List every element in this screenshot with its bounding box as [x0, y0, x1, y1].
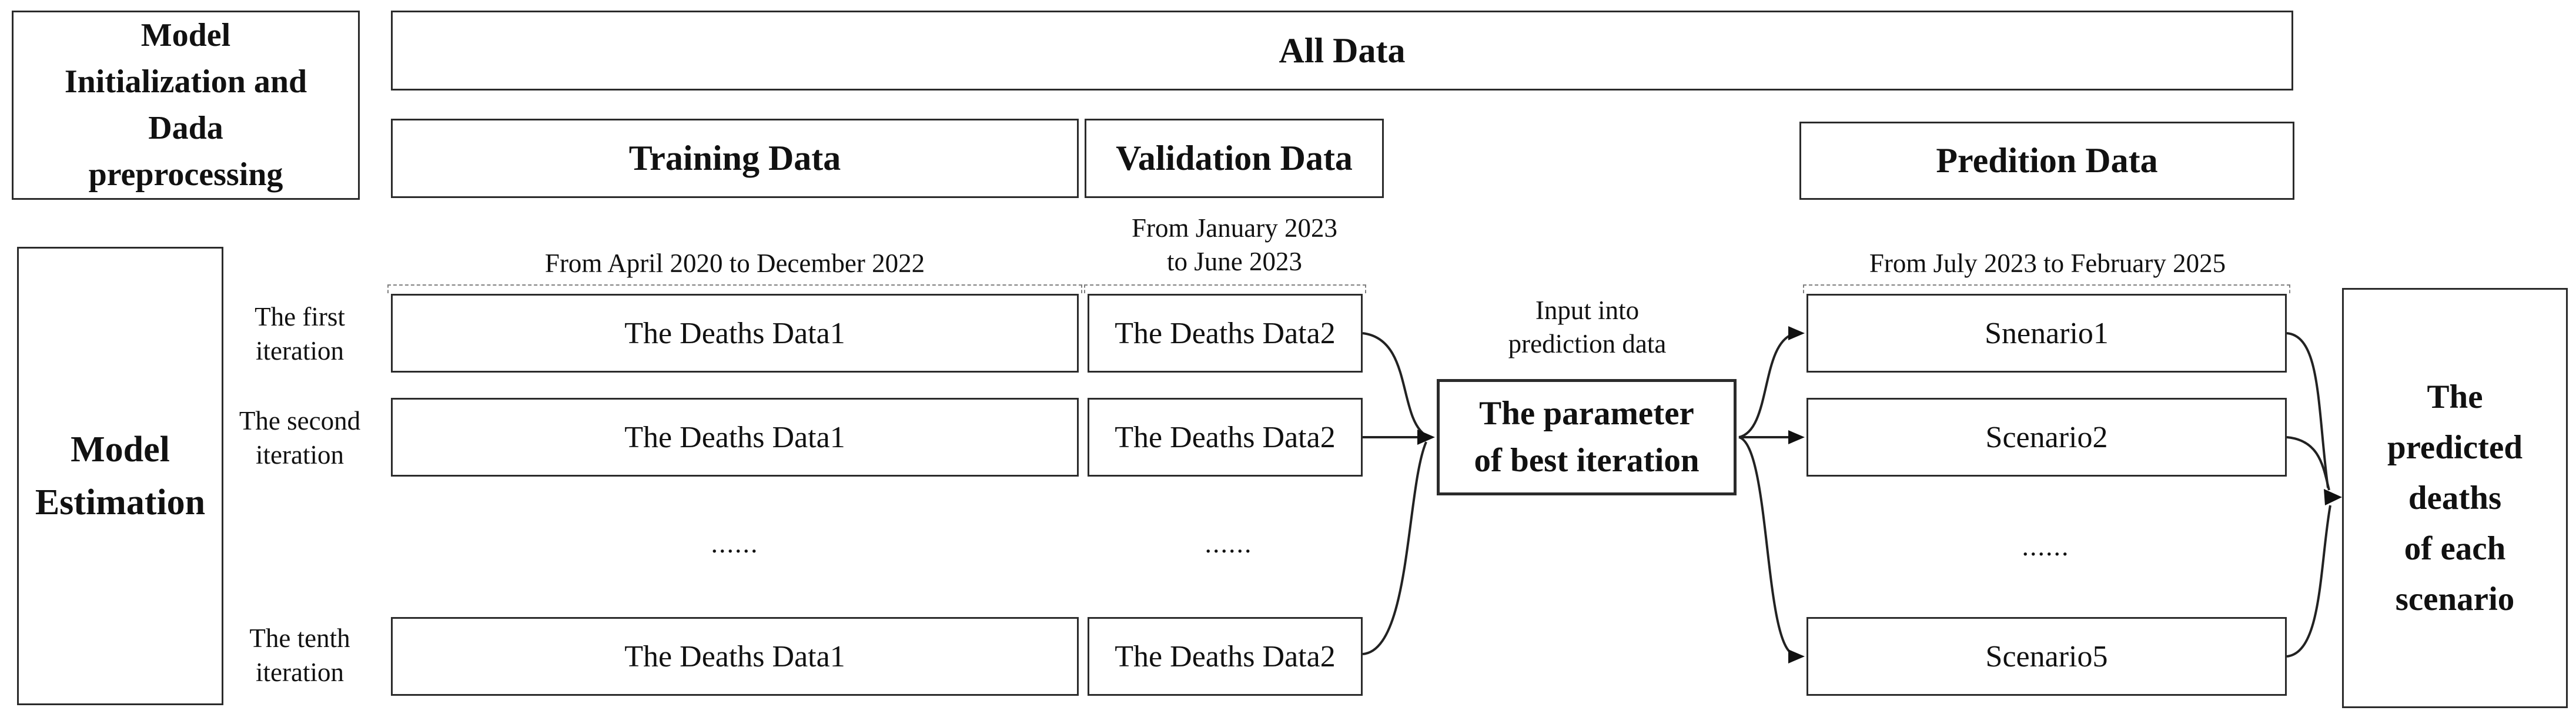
arrow-validation1-to-parameter [1362, 332, 1426, 436]
dashed-selection-validation-row1 [1084, 284, 1366, 293]
scenario5-label: Scenario5 [1985, 639, 2108, 673]
arrowhead-into-parameter [1417, 430, 1435, 445]
training-period-caption: From April 2020 to December 2022 [544, 249, 925, 278]
arrow-scenario5-to-output [2286, 505, 2331, 658]
prediction-period-caption: From July 2023 to February 2025 [1869, 249, 2226, 278]
iteration-label-second: The second iteration [239, 406, 361, 470]
training-data-box: Training Data [391, 119, 1079, 198]
arrowhead-into-scenario1 [1788, 326, 1805, 340]
iteration-label-tenth: The tenth iteration [249, 624, 350, 687]
predicted-deaths-output-box: The predicted deaths of each scenario [2342, 288, 2568, 708]
deaths-data2-row1-label: The Deaths Data2 [1115, 316, 1336, 350]
deaths-data2-row2-label: The Deaths Data2 [1115, 420, 1336, 454]
ellipsis-scenario-column: ...... [2022, 531, 2070, 561]
arrowhead-into-scenario5 [1788, 649, 1805, 663]
input-into-prediction-note: Input into prediction data [1508, 296, 1667, 358]
model-initialization-label: Model Initialization and Dada preprocess… [64, 17, 307, 193]
deaths-data1-row10-label: The Deaths Data1 [624, 639, 845, 673]
validation-period-caption: From January 2023 to June 2023 [1132, 213, 1337, 276]
model-estimation-label: Model Estimation [35, 430, 206, 522]
model-estimation-box: Model Estimation [17, 247, 223, 705]
deaths-data1-row1-label: The Deaths Data1 [624, 316, 845, 350]
validation-data-label: Validation Data [1116, 139, 1353, 177]
deaths-data1-row2-box: The Deaths Data1 [391, 398, 1079, 477]
arrowhead-into-scenario2 [1788, 430, 1805, 444]
ellipsis-training-column: ...... [711, 528, 759, 558]
validation-data-box: Validation Data [1085, 119, 1384, 198]
best-iteration-parameter-box: The parameter of best iteration [1437, 379, 1737, 495]
arrow-parameter-to-scenario1 [1738, 333, 1795, 438]
scenario5-box: Scenario5 [1806, 617, 2287, 696]
iteration-label-first: The first iteration [255, 302, 345, 366]
predicted-deaths-output-label: The predicted deaths of each scenario [2387, 378, 2523, 618]
arrow-validation10-to-parameter [1362, 441, 1427, 655]
model-initialization-box: Model Initialization and Dada preprocess… [12, 11, 360, 200]
arrow-scenario2-to-output [2286, 436, 2330, 491]
deaths-data2-row1-box: The Deaths Data2 [1088, 294, 1363, 373]
ellipsis-validation-column: ...... [1205, 528, 1253, 558]
deaths-data1-row1-box: The Deaths Data1 [391, 294, 1079, 373]
deaths-data1-row2-label: The Deaths Data1 [624, 420, 845, 454]
scenario1-box: Snenario1 [1806, 294, 2287, 373]
all-data-box: All Data [391, 11, 2293, 90]
deaths-data1-row10-box: The Deaths Data1 [391, 617, 1079, 696]
deaths-data2-row2-box: The Deaths Data2 [1088, 398, 1363, 477]
arrowhead-into-output [2324, 489, 2342, 505]
arrow-scenario1-to-output [2286, 332, 2329, 488]
prediction-data-label: Predition Data [1936, 141, 2158, 180]
deaths-data2-row10-label: The Deaths Data2 [1115, 639, 1336, 673]
training-data-label: Training Data [628, 139, 841, 177]
scenario2-label: Scenario2 [1985, 420, 2108, 454]
all-data-label: All Data [1279, 31, 1406, 70]
deaths-data2-row10-box: The Deaths Data2 [1088, 617, 1363, 696]
arrow-parameter-to-scenario5 [1738, 436, 1795, 656]
scenario2-box: Scenario2 [1806, 398, 2287, 477]
prediction-data-box: Predition Data [1799, 122, 2294, 200]
scenario1-label: Snenario1 [1985, 316, 2109, 350]
dashed-selection-training-row1 [387, 284, 1082, 293]
best-iteration-parameter-label: The parameter of best iteration [1474, 395, 1700, 479]
dashed-selection-scenario-row1 [1803, 284, 2290, 293]
